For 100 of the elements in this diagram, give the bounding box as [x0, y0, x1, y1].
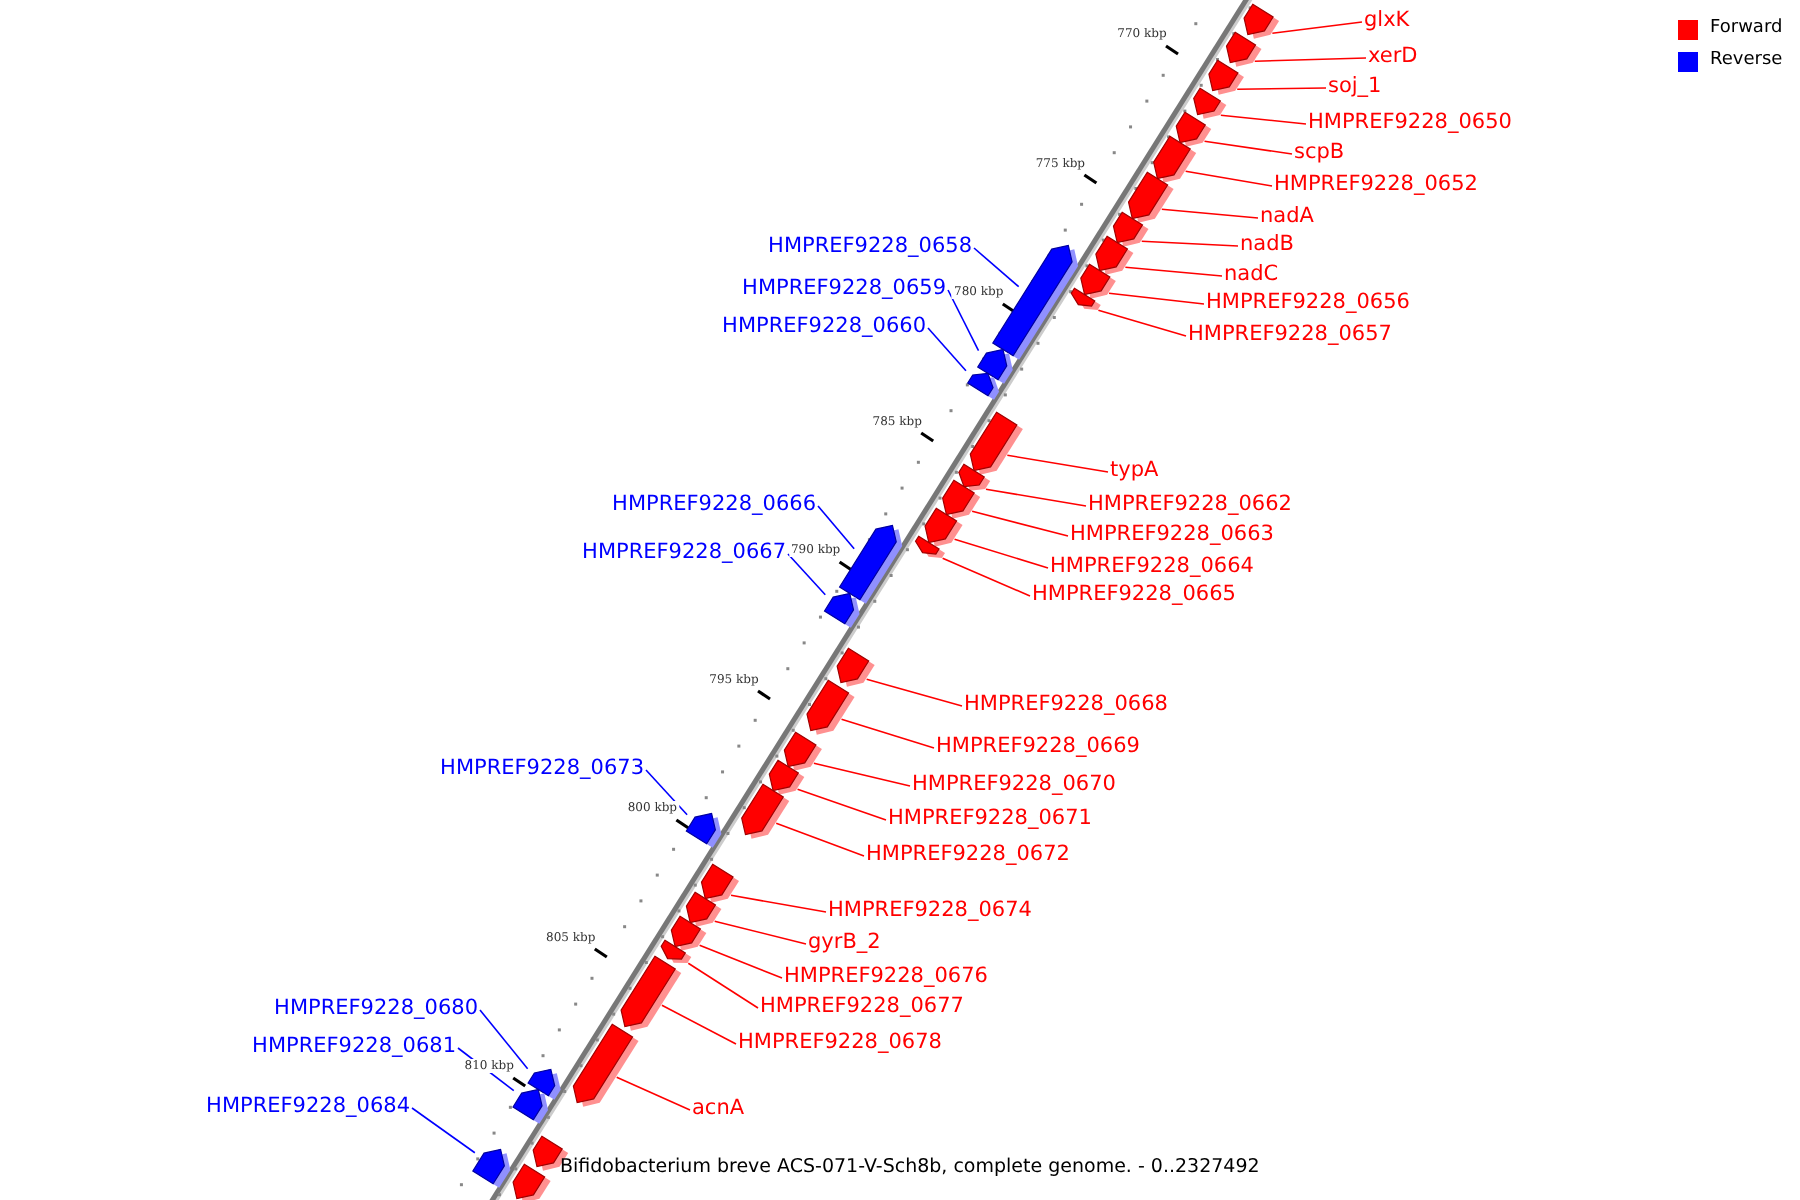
- gene-block: [838, 524, 903, 604]
- gene-label: HMPREF9228_0674: [828, 898, 1032, 924]
- gene-label: soj_1: [1328, 74, 1382, 100]
- gene-label: HMPREF9228_0657: [1188, 322, 1392, 348]
- leader-line: [1220, 114, 1307, 125]
- leader-line: [1161, 208, 1259, 219]
- gene-block: [1225, 31, 1262, 67]
- gene-block: [1175, 111, 1212, 147]
- gene-block: [1193, 87, 1227, 119]
- gene-block: [741, 783, 790, 839]
- leader-line: [947, 289, 980, 352]
- gene-label: HMPREF9228_0660: [722, 314, 926, 340]
- gene-block: [966, 372, 1000, 400]
- gene-block: [1095, 235, 1134, 275]
- leader-line: [1124, 266, 1223, 277]
- gene-label: gyrB_2: [808, 930, 881, 956]
- leader-line: [817, 505, 855, 550]
- gene-block: [700, 863, 739, 903]
- gene-label: HMPREF9228_0659: [742, 276, 946, 302]
- leader-line: [713, 920, 807, 945]
- legend-label: Forward: [1710, 18, 1783, 38]
- gene-label: HMPREF9228_0666: [612, 492, 816, 518]
- gene-label: glxK: [1364, 8, 1410, 34]
- leader-line: [687, 962, 759, 1009]
- leader-line: [1236, 87, 1327, 91]
- leader-line: [698, 944, 783, 979]
- leader-line: [615, 1076, 691, 1111]
- gene-label: scpB: [1294, 140, 1345, 166]
- leader-line: [941, 557, 1031, 597]
- leader-line: [1097, 309, 1187, 337]
- gene-block: [685, 891, 722, 927]
- leader-line: [775, 822, 865, 857]
- gene-block: [572, 1023, 639, 1107]
- leader-line: [661, 1004, 737, 1045]
- gene-block: [1243, 3, 1280, 39]
- gene-label: nadB: [1240, 232, 1294, 258]
- gene-label: HMPREF9228_0667: [582, 540, 786, 566]
- caption: Bifidobacterium breve ACS-071-V-Sch8b, complete genome. - 0..2327492: [560, 1156, 1260, 1178]
- leader-line: [971, 510, 1069, 537]
- gene-label: HMPREF9228_0681: [252, 1034, 456, 1060]
- gene-block: [1112, 211, 1149, 247]
- leader-line: [796, 788, 887, 821]
- leader-line: [1203, 140, 1293, 155]
- gene-label: HMPREF9228_0662: [1088, 492, 1292, 518]
- gene-label: HMPREF9228_0678: [738, 1030, 942, 1056]
- gene-block: [924, 507, 963, 547]
- gene-label: typA: [1110, 458, 1159, 484]
- gene-label: HMPREF9228_0664: [1050, 554, 1254, 580]
- gene-label: HMPREF9228_0684: [206, 1094, 410, 1120]
- leader-line: [730, 894, 827, 913]
- gene-block: [914, 535, 945, 558]
- leader-line: [645, 769, 688, 816]
- leader-line: [1006, 454, 1109, 473]
- gene-label: xerD: [1368, 44, 1418, 70]
- gene-label: HMPREF9228_0658: [768, 234, 972, 260]
- leader-line: [985, 488, 1087, 507]
- gene-block: [1070, 287, 1101, 310]
- gene-block: [472, 1148, 511, 1188]
- leader-line: [865, 678, 963, 707]
- gene-block: [660, 939, 692, 963]
- leader-line: [813, 762, 911, 787]
- gene-block: [512, 1088, 549, 1124]
- gene-block: [823, 592, 860, 628]
- gene-label: HMPREF9228_0672: [866, 842, 1070, 868]
- gene-label: HMPREF9228_0663: [1070, 522, 1274, 548]
- leader-line: [479, 1009, 529, 1070]
- gene-block: [1208, 59, 1244, 95]
- gene-block: [620, 955, 682, 1031]
- gene-block: [969, 411, 1023, 475]
- gene-block: [783, 731, 822, 771]
- leader-line: [1271, 21, 1363, 35]
- gene-label: HMPREF9228_0650: [1308, 110, 1512, 136]
- gene-label: HMPREF9228_0656: [1206, 290, 1410, 316]
- gene-block: [836, 647, 875, 687]
- gene-block: [1127, 171, 1174, 223]
- leader-line: [1184, 170, 1273, 187]
- gene-label: HMPREF9228_0665: [1032, 582, 1236, 608]
- gene-label: HMPREF9228_0668: [964, 692, 1168, 718]
- gene-label: HMPREF9228_0652: [1274, 172, 1478, 198]
- gene-label: nadC: [1224, 262, 1279, 288]
- gene-label: HMPREF9228_0680: [274, 996, 478, 1022]
- legend-label: Reverse: [1710, 50, 1783, 70]
- gene-block: [958, 463, 991, 491]
- gene-label: HMPREF9228_0676: [784, 964, 988, 990]
- leader-line: [953, 538, 1049, 569]
- gene-block: [670, 915, 707, 951]
- leader-line: [1253, 57, 1367, 63]
- gene-label: acnA: [692, 1096, 745, 1122]
- gene-label: HMPREF9228_0670: [912, 772, 1116, 798]
- gene-block: [806, 679, 855, 735]
- gene-block: [768, 759, 805, 795]
- gene-block: [512, 1163, 551, 1200]
- gene-label: HMPREF9228_0669: [936, 734, 1140, 760]
- gene-label: HMPREF9228_0673: [440, 756, 644, 782]
- leader-line: [787, 553, 827, 596]
- gene-label: nadA: [1260, 204, 1314, 230]
- leader-line: [411, 1107, 476, 1154]
- leader-line: [927, 327, 967, 372]
- gene-block: [685, 812, 722, 848]
- gene-label: HMPREF9228_0677: [760, 994, 964, 1020]
